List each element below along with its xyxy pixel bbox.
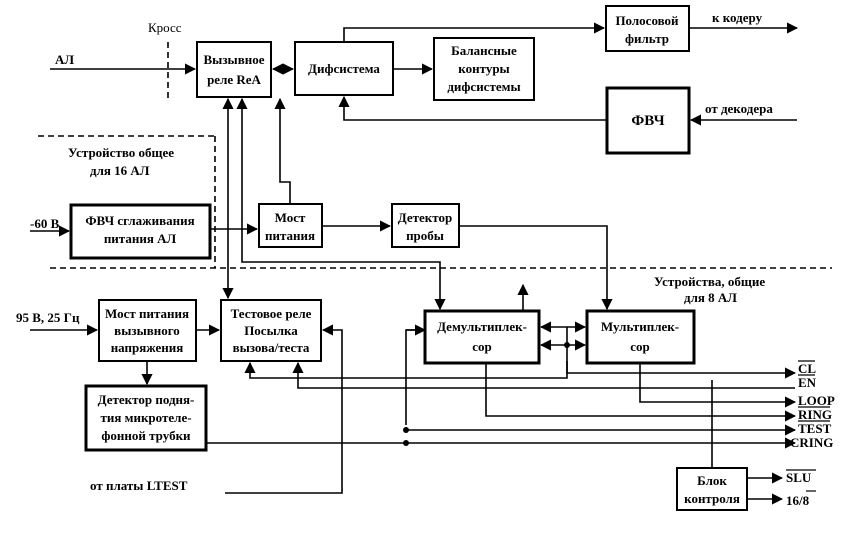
signal-en: EN xyxy=(798,375,817,390)
label-common8-line1: Устройства, общие xyxy=(654,274,765,289)
svg-text:Дифсистема: Дифсистема xyxy=(308,61,380,76)
block-relay-rea: Вызывное реле ReA xyxy=(196,41,272,98)
signal-labels: CL EN LOOP RING TEST CRING SLU 16/8 xyxy=(786,360,835,508)
svg-text:дифсистемы: дифсистемы xyxy=(447,79,520,94)
svg-text:Полосовой: Полосовой xyxy=(615,13,679,28)
block-demultiplexer: Демультиплек- сор xyxy=(423,309,541,365)
svg-text:Блок: Блок xyxy=(697,473,727,488)
svg-text:сор: сор xyxy=(630,339,650,354)
svg-text:Балансные: Балансные xyxy=(451,43,517,58)
block-bandpass-filter: Полосовой фильтр xyxy=(605,5,690,52)
block-test-relay: Тестовое реле Посылка вызова/теста xyxy=(220,299,322,362)
svg-text:контроля: контроля xyxy=(684,491,740,506)
label-al-input: АЛ xyxy=(55,52,74,67)
label-common16-line1: Устройство общее xyxy=(68,145,174,160)
svg-text:напряжения: напряжения xyxy=(111,340,184,355)
svg-text:фильтр: фильтр xyxy=(625,31,669,46)
svg-text:пробы: пробы xyxy=(406,228,444,243)
svg-text:Детектор подня-: Детектор подня- xyxy=(98,392,195,407)
label-to-coder: к кодеру xyxy=(712,10,763,25)
svg-text:реле ReA: реле ReA xyxy=(207,72,261,87)
svg-text:питания АЛ: питания АЛ xyxy=(104,231,177,246)
svg-text:Детектор: Детектор xyxy=(398,210,452,225)
svg-text:Тестовое реле: Тестовое реле xyxy=(231,306,312,321)
svg-text:вызывного: вызывного xyxy=(114,323,180,338)
signal-loop: LOOP xyxy=(798,393,835,408)
label-minus60: -60 В xyxy=(30,216,60,231)
signal-slu: SLU xyxy=(786,470,812,485)
block-fvch: ФВЧ xyxy=(605,86,691,155)
svg-text:Вызывное: Вызывное xyxy=(204,52,265,67)
svg-text:фонной трубки: фонной трубки xyxy=(101,428,191,443)
svg-text:Посылка: Посылка xyxy=(244,323,298,338)
svg-text:Мультиплек-: Мультиплек- xyxy=(601,319,679,334)
signal-16-8: 16/8 xyxy=(786,493,810,508)
block-control: Блок контроля xyxy=(676,467,748,511)
svg-text:Мост питания: Мост питания xyxy=(105,306,189,321)
svg-text:вызова/теста: вызова/теста xyxy=(233,340,310,355)
junction-dots xyxy=(403,342,570,446)
svg-text:сор: сор xyxy=(472,339,492,354)
label-95v: 95 В, 25 Гц xyxy=(16,310,80,325)
label-from-decoder: от декодера xyxy=(705,101,773,116)
block-difsystem: Дифсистема xyxy=(294,41,394,96)
signal-ring: RING xyxy=(798,407,832,422)
block-offhook-detector: Детектор подня- тия микротеле- фонной тр… xyxy=(84,384,208,452)
signal-cl: CL xyxy=(798,361,816,376)
block-power-bridge: Мост питания xyxy=(258,203,323,248)
block-fvch-smoothing: ФВЧ сглаживания питания АЛ xyxy=(69,203,212,260)
block-multiplexer: Мультиплек- сор xyxy=(585,309,696,365)
block-balance-circuits: Балансные контуры дифсистемы xyxy=(433,37,535,101)
svg-text:Мост: Мост xyxy=(275,210,306,225)
svg-text:ФВЧ: ФВЧ xyxy=(631,113,664,129)
label-kross: Кросс xyxy=(148,20,182,35)
block-probe-detector: Детектор пробы xyxy=(391,203,460,248)
label-common16-line2: для 16 АЛ xyxy=(90,163,150,178)
signal-test: TEST xyxy=(798,421,832,436)
label-ltest: от платы LTEST xyxy=(90,478,188,493)
signal-cring: CRING xyxy=(790,435,833,450)
svg-text:ФВЧ сглаживания: ФВЧ сглаживания xyxy=(85,213,194,228)
label-common8-line2: для 8 АЛ xyxy=(684,290,737,305)
block-ring-power-bridge: Мост питания вызывного напряжения xyxy=(98,299,197,362)
svg-text:контуры: контуры xyxy=(458,61,509,76)
svg-text:питания: питания xyxy=(265,228,315,243)
svg-text:Демультиплек-: Демультиплек- xyxy=(437,319,527,334)
svg-text:тия микротеле-: тия микротеле- xyxy=(100,410,191,425)
